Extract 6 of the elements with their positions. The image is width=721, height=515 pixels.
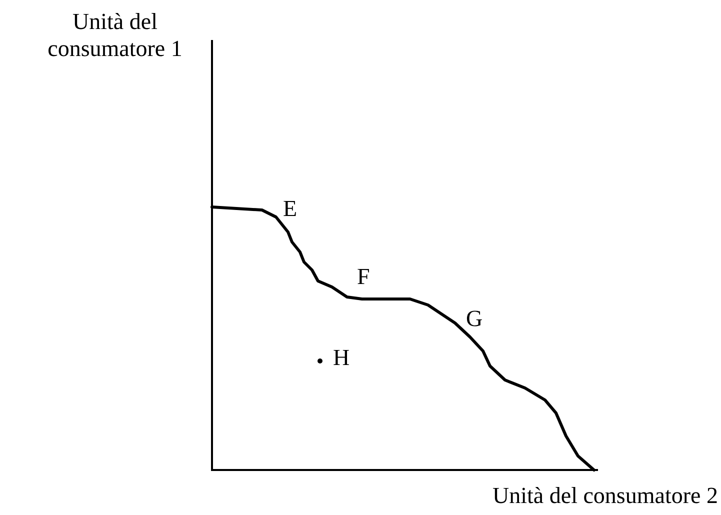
axis-label: Unità del consumatore 2 bbox=[492, 482, 718, 509]
point-label: H bbox=[333, 344, 350, 371]
point-label: G bbox=[466, 305, 483, 332]
point-label: E bbox=[283, 195, 298, 222]
axis-label: Unità del consumatore 1 bbox=[46, 8, 184, 62]
point-label: F bbox=[357, 263, 370, 290]
